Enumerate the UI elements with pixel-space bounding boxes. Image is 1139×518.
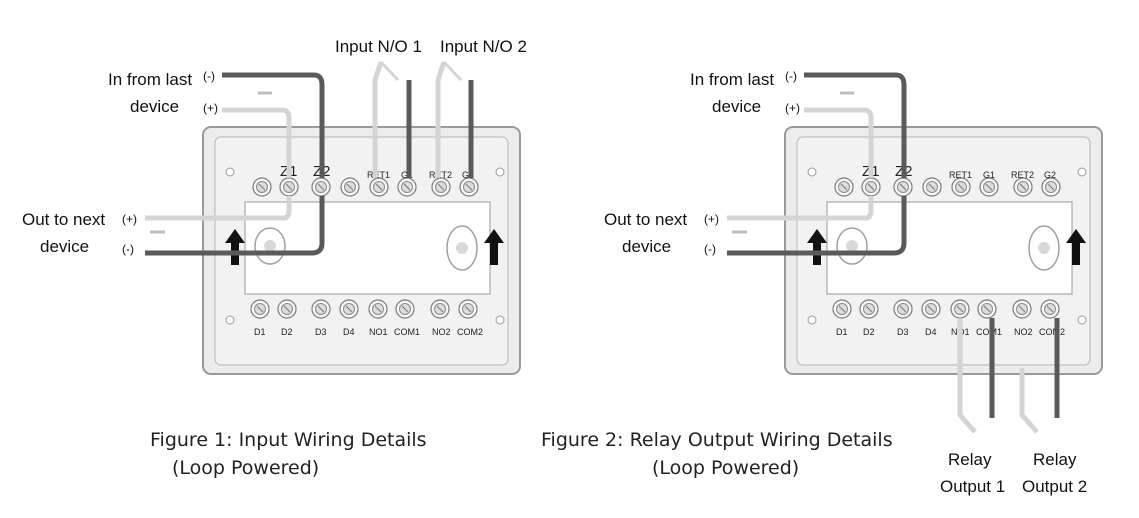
label-out-pos: (+) [122,212,137,226]
label-relay2-output: Output 2 [1022,477,1087,496]
label-relay2: Relay [1033,450,1077,469]
terminal-d2: D2 [863,327,875,337]
label-out-to-next: Out to next [22,210,105,229]
wire-out-negative [727,196,907,256]
wire-out-positive [145,196,292,221]
figure-2-relay-output-wiring: Z1 Z2 RET1 G1 RET2 G2 D1 D2 D3 D4 NO1 CO… [541,69,1103,496]
label-input-no2: Input N/O 2 [440,37,527,56]
terminal-d3: D3 [315,327,327,337]
terminal-d4: D4 [925,327,937,337]
wire-out-positive [727,196,874,221]
terminal-g2: G2 [462,170,474,180]
caption-figure-2: Figure 2: Relay Output Wiring Details [541,429,893,451]
label-in-device: device [130,97,179,116]
caption-figure-2-sub: (Loop Powered) [652,457,799,479]
terminal-d4: D4 [343,327,355,337]
label-relay1-output: Output 1 [940,477,1005,496]
label-out-to-next: Out to next [604,210,687,229]
terminal-ret2: RET2 [429,170,452,180]
wire-input-no2-light [435,61,447,178]
label-relay1: Relay [948,450,992,469]
terminal-g1: G1 [983,170,995,180]
terminal-ret1: RET1 [949,170,972,180]
terminal-no2: NO2 [1014,327,1033,337]
label-out-pos: (+) [704,212,719,226]
terminal-com1: COM1 [394,327,420,337]
terminal-com2: COM2 [1039,327,1065,337]
terminal-d2: D2 [281,327,293,337]
label-out-device: device [622,237,671,256]
terminal-g2: G2 [1044,170,1056,180]
terminal-no1: NO1 [369,327,388,337]
wire-input-no1-light [372,61,384,178]
caption-figure-1-sub: (Loop Powered) [172,457,319,479]
wire-out-negative [145,196,325,256]
label-out-neg: (-) [704,242,716,256]
terminal-com1: COM1 [976,327,1002,337]
terminal-d1: D1 [836,327,848,337]
label-in-from-last: In from last [108,70,192,89]
label-in-neg: (-) [785,69,797,83]
terminal-d3: D3 [897,327,909,337]
wire-relay1-light [957,318,977,434]
terminal-ret1: RET1 [367,170,390,180]
wire-in-negative [804,72,907,178]
terminal-ret2: RET2 [1011,170,1034,180]
label-in-neg: (-) [203,69,215,83]
terminal-com2: COM2 [457,327,483,337]
label-in-device: device [712,97,761,116]
label-in-pos: (+) [785,101,800,115]
terminal-no2: NO2 [432,327,451,337]
caption-figure-1: Figure 1: Input Wiring Details [150,429,427,451]
label-out-neg: (-) [122,242,134,256]
label-in-pos: (+) [203,101,218,115]
switch-contact-icon [442,60,463,82]
label-input-no1: Input N/O 1 [335,37,422,56]
label-in-from-last: In from last [690,70,774,89]
wire-relay2-light [1019,368,1039,434]
wire-in-positive [804,107,874,178]
label-out-device: device [40,237,89,256]
wire-in-positive [222,107,292,178]
switch-contact-icon [379,60,400,82]
terminal-d1: D1 [254,327,266,337]
figure-1-input-wiring: Z1 Z2 RET1 G1 RET2 G2 D1 D2 D3 D4 NO1 CO… [22,37,527,479]
wire-in-negative [222,72,325,178]
